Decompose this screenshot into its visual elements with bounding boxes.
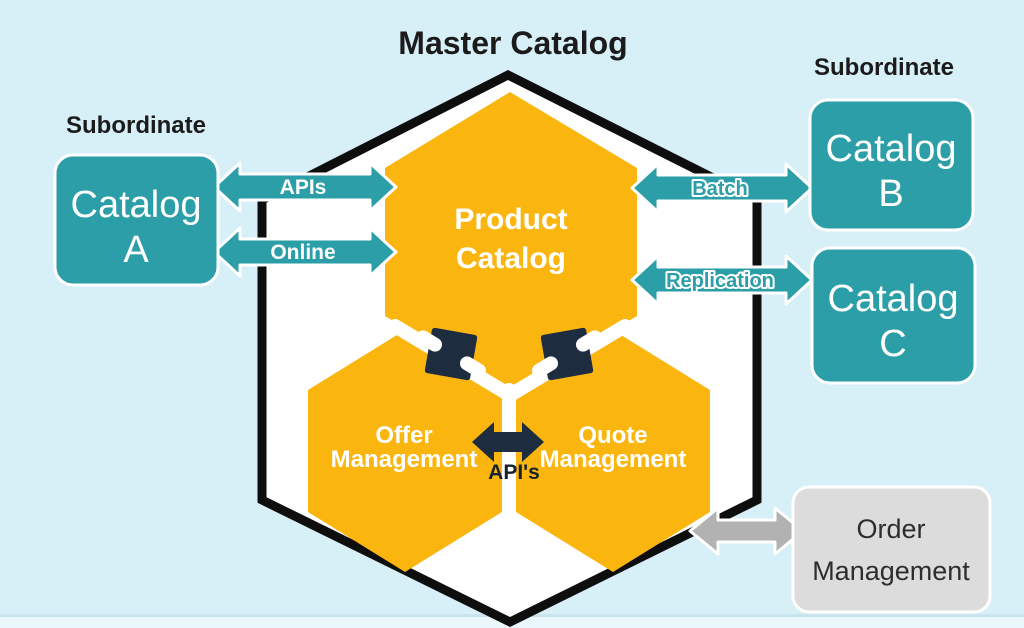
product-hexagon-label-line2: Catalog	[456, 242, 566, 275]
product-quote-arrow-notch-bottom	[531, 356, 559, 378]
catalog-b-label-line2: B	[878, 173, 903, 215]
offer-management-hexagon	[308, 330, 502, 572]
order-management-label-line2: Management	[812, 556, 970, 586]
subordinate-label-right: Subordinate	[814, 54, 954, 81]
batch-arrow-label: Batch	[692, 178, 748, 200]
quote-hexagon-label-line2: Management	[540, 446, 687, 473]
order-management-box	[791, 485, 992, 614]
offer-hexagon-label-line2: Management	[331, 446, 478, 473]
center-apis-label: API's	[488, 461, 540, 484]
quote-hexagon-label-line1: Quote	[578, 422, 647, 449]
apis-double-arrow-icon	[212, 161, 398, 213]
catalog-a-label-line2: A	[123, 229, 149, 271]
order-management-label-line1: Order	[856, 514, 925, 544]
catalog-b-box	[808, 98, 975, 232]
product-catalog-hexagon	[385, 92, 637, 391]
catalog-c-label-line1: Catalog	[828, 278, 959, 320]
offer-quote-double-arrow-icon	[472, 422, 544, 462]
online-arrow-label: Online	[270, 241, 335, 264]
product-offer-arrow-icon	[415, 327, 487, 381]
subordinate-label-left: Subordinate	[66, 112, 206, 139]
catalog-a-box	[53, 153, 220, 287]
product-offer-arrow-notch-bottom	[459, 356, 487, 378]
apis-arrow-label: APIs	[280, 176, 327, 199]
product-quote-arrow-notch-top	[575, 330, 603, 352]
quote-management-hexagon	[516, 330, 710, 572]
product-quote-arrow-icon	[531, 327, 603, 381]
product-hexagon-label-line1: Product	[454, 203, 567, 236]
catalog-b-label-line1: Catalog	[826, 128, 957, 170]
catalog-c-label-line2: C	[879, 323, 906, 365]
product-offer-arrow-notch-top	[415, 330, 443, 352]
replication-arrow-label: Replication	[666, 270, 774, 292]
page-title: Master Catalog	[398, 25, 627, 61]
catalog-a-label-line1: Catalog	[71, 184, 202, 226]
offer-hexagon-label-line1: Offer	[375, 422, 432, 449]
catalog-c-box	[810, 246, 977, 385]
online-double-arrow-icon	[212, 226, 398, 278]
